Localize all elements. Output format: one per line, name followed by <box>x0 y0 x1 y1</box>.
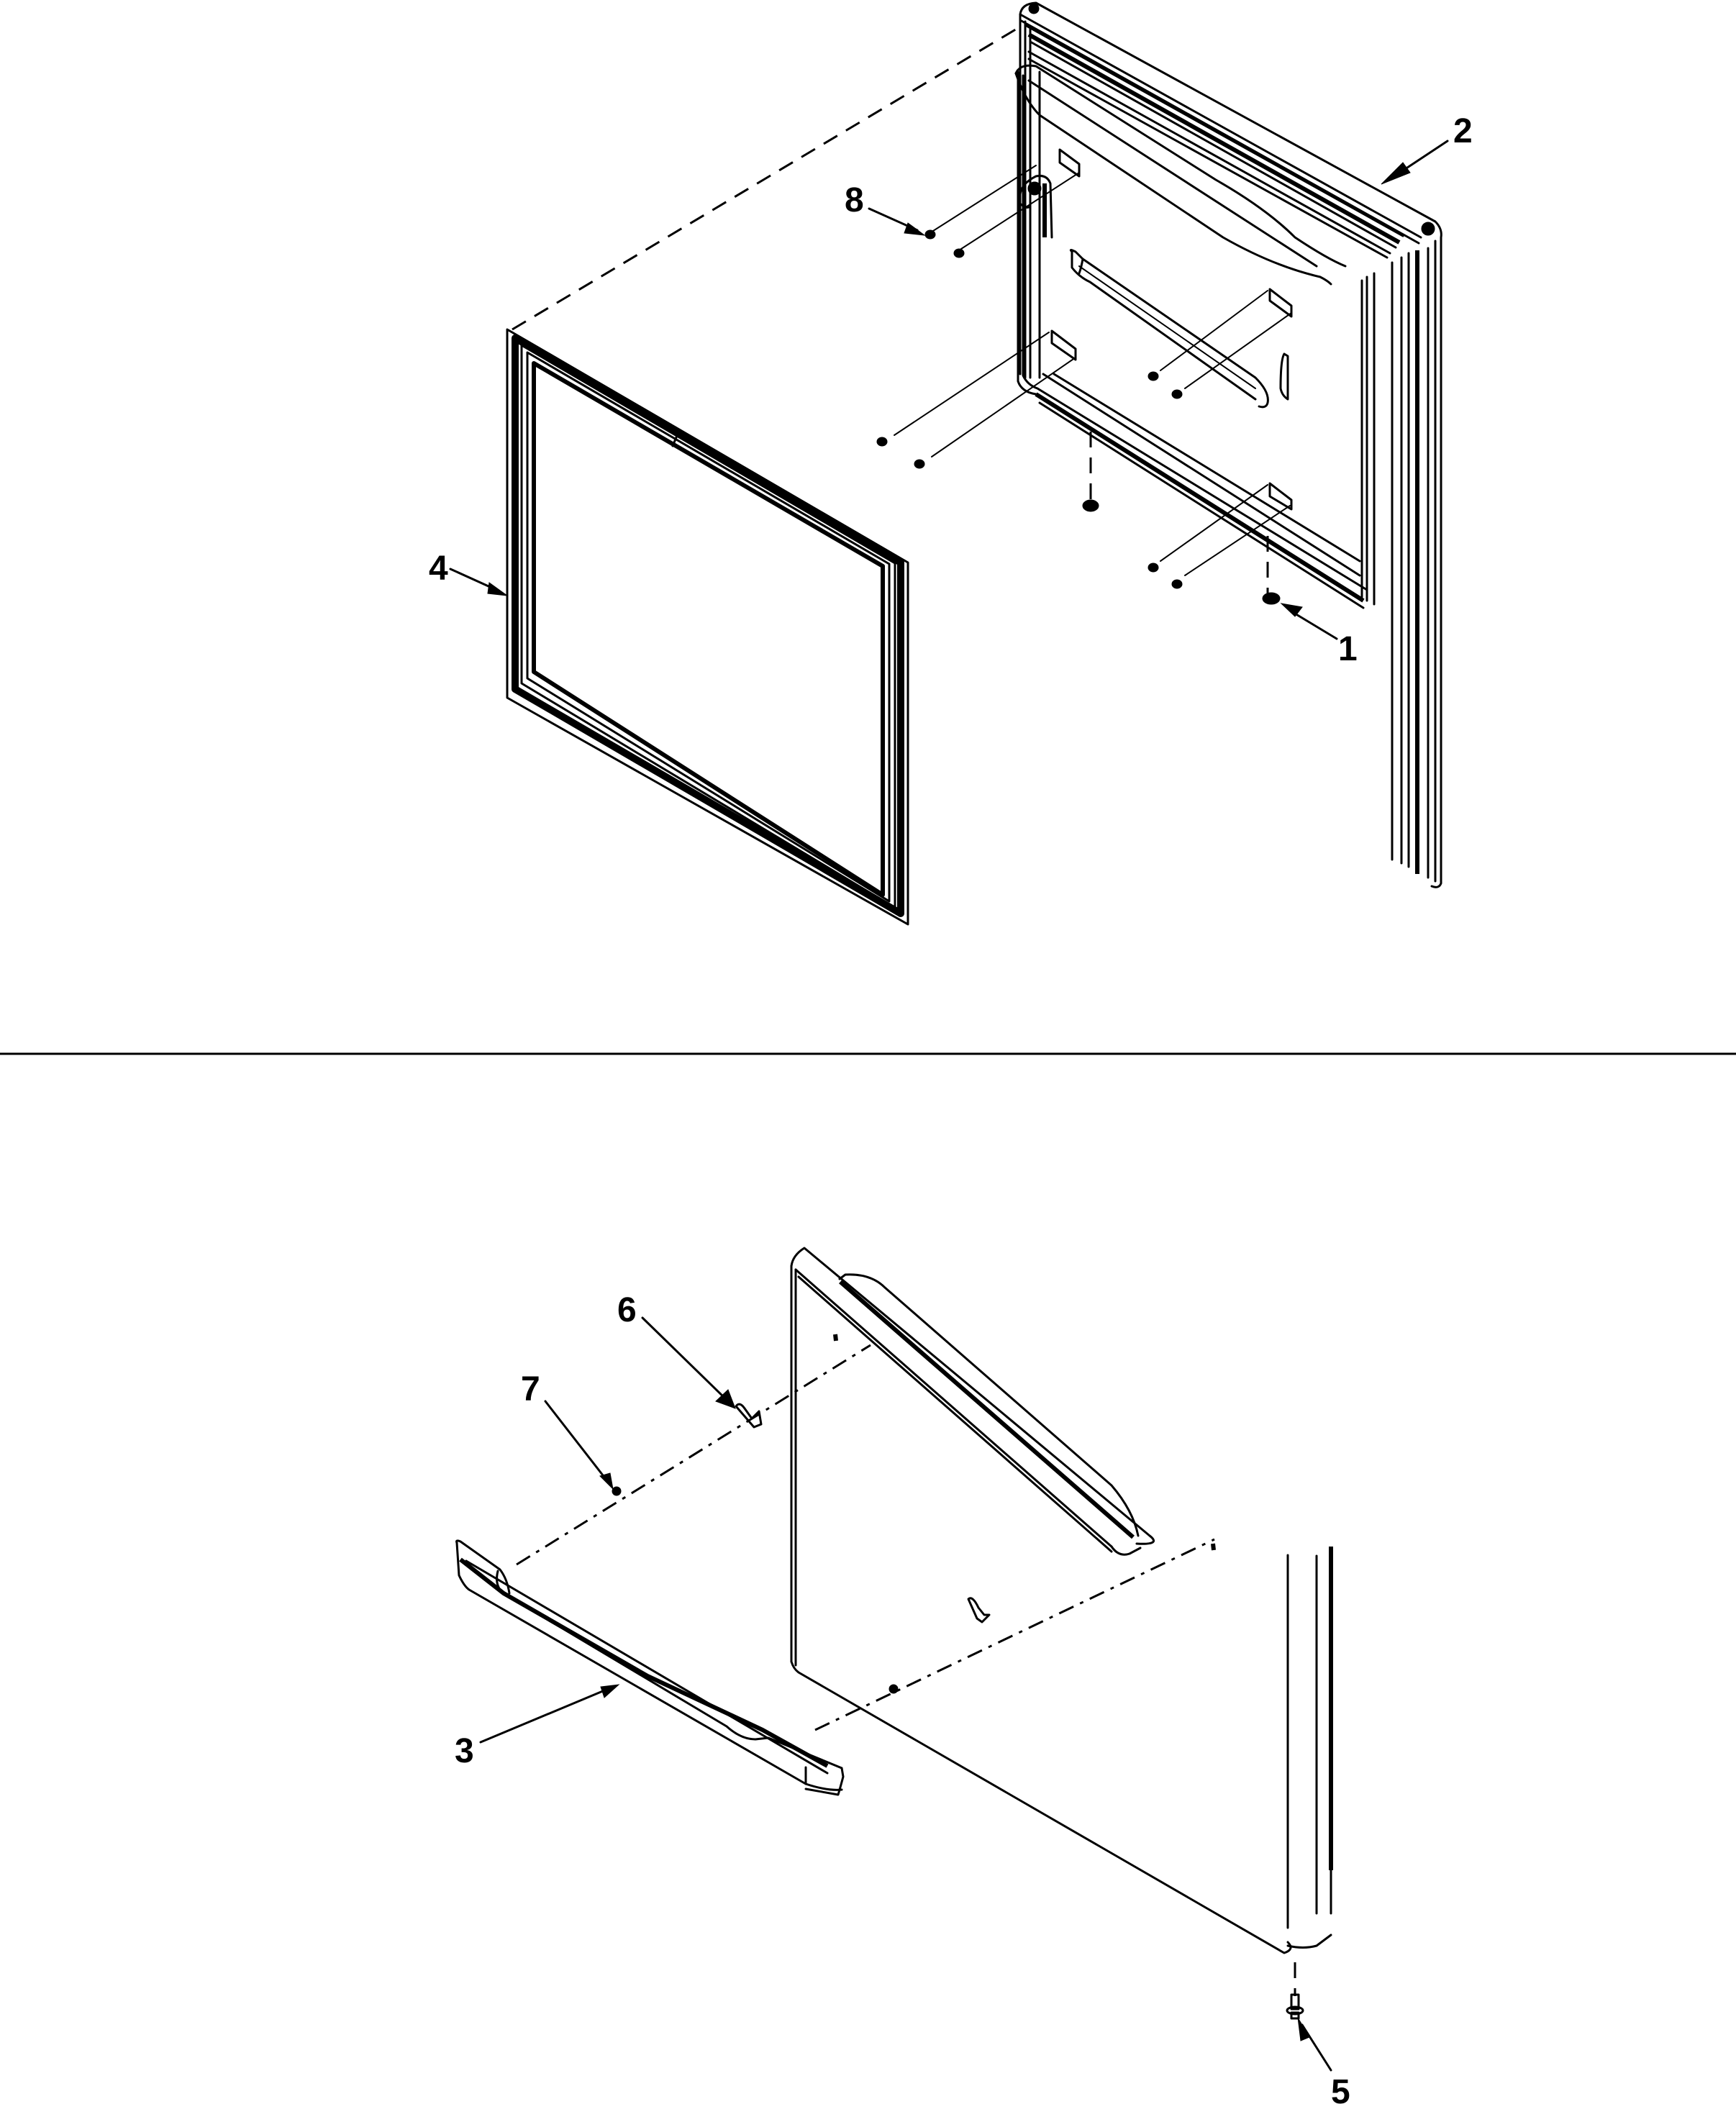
mount-pad-right-upper <box>1268 288 1293 318</box>
mount-pad-left <box>1050 329 1077 361</box>
arrowhead-icon <box>487 582 509 596</box>
callout-label-5: 5 <box>1331 2073 1350 2104</box>
arrowhead-icon <box>904 222 926 236</box>
screw-icon <box>1171 389 1183 399</box>
callout-1[interactable]: 1 <box>1280 603 1358 668</box>
callout-3[interactable]: 3 <box>455 1684 620 1770</box>
hinge-pin-top-left <box>1028 3 1040 14</box>
pin-mark <box>1211 1543 1216 1551</box>
screw-icon <box>612 1486 622 1496</box>
callout-label-4: 4 <box>429 550 448 588</box>
door-gasket[interactable] <box>506 328 909 926</box>
handle-bracket-upper <box>735 1403 763 1429</box>
handle-mount-line-left <box>516 1344 871 1566</box>
handle-bracket-lower <box>967 1597 991 1623</box>
callout-label-8: 8 <box>845 181 864 219</box>
screw-icon <box>1148 371 1159 381</box>
screw-icon <box>953 248 965 258</box>
drawer-handle[interactable] <box>455 1539 845 1796</box>
door-shelf-rail <box>1069 249 1269 409</box>
callout-label-2: 2 <box>1453 112 1473 150</box>
hinge-pin-top-right <box>1421 222 1435 236</box>
screw-icon <box>1148 563 1159 573</box>
plug-button-icon <box>1262 592 1281 605</box>
arrowhead-icon <box>1280 603 1303 617</box>
screw-icon <box>914 459 925 469</box>
arrowhead-icon <box>599 1472 614 1490</box>
drawer-front-panel[interactable] <box>790 1247 1333 1954</box>
callout-8[interactable]: 8 <box>845 181 926 236</box>
door-side-latch <box>1279 352 1289 401</box>
shoulder-screw <box>1286 1993 1304 2020</box>
alignment-line-gasket-to-door <box>512 24 1022 331</box>
handle-mount-line-right <box>814 1538 1215 1731</box>
plug-button-icon <box>1082 499 1099 512</box>
screw-icon <box>924 229 936 240</box>
arrowhead-icon <box>600 1684 620 1698</box>
screw-icon <box>889 1684 899 1694</box>
arrowhead-icon <box>1297 2017 1310 2041</box>
callout-label-6: 6 <box>617 1291 637 1329</box>
upper-screws <box>876 229 1183 589</box>
callout-4[interactable]: 4 <box>429 550 509 596</box>
callout-7[interactable]: 7 <box>521 1370 614 1490</box>
callout-label-3: 3 <box>455 1732 474 1770</box>
upper-screw-projections <box>894 165 1292 593</box>
mount-pad-right-lower <box>1268 482 1293 511</box>
screw-icon <box>1171 579 1183 589</box>
mount-pad-upper <box>1058 148 1081 178</box>
lower-section: 6 7 3 5 <box>455 1247 1350 2104</box>
callout-5[interactable]: 5 <box>1297 2017 1350 2104</box>
pin-mark <box>833 1334 838 1342</box>
upper-door-assembly[interactable] <box>1014 1 1442 888</box>
screw-icon <box>876 437 888 447</box>
callout-6[interactable]: 6 <box>617 1291 736 1409</box>
arrowhead-icon <box>1381 162 1411 185</box>
hinge-bracket <box>1019 175 1053 239</box>
callout-label-7: 7 <box>521 1370 540 1408</box>
arrowhead-icon <box>715 1389 736 1409</box>
callout-label-1: 1 <box>1338 630 1358 668</box>
callout-2[interactable]: 2 <box>1381 112 1473 185</box>
upper-section: 2 8 4 1 <box>429 1 1473 926</box>
gasket-seam <box>671 436 678 447</box>
